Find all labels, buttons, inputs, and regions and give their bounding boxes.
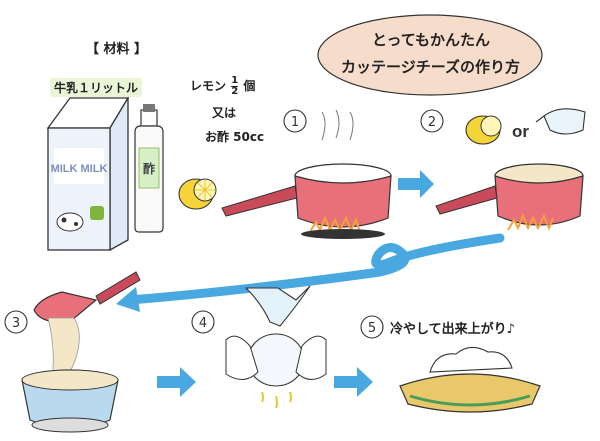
carton-label: MILK MILK bbox=[51, 163, 108, 175]
lemon-fraction-den: 2 bbox=[231, 86, 239, 97]
step3-number: 3 bbox=[12, 316, 20, 331]
step4-cloth-icon bbox=[225, 285, 327, 409]
vinegar-bottle-icon: 酢 bbox=[134, 104, 164, 233]
step5-number: 5 bbox=[368, 321, 376, 336]
lemon-prefix: レモン bbox=[190, 79, 227, 93]
step2-pitcher-icon bbox=[535, 108, 586, 135]
lemon-suffix: 個 bbox=[243, 79, 256, 93]
step2-or-label: or bbox=[512, 122, 529, 141]
step3-colander-icon bbox=[21, 271, 141, 433]
step2-lemon-icon bbox=[465, 115, 502, 145]
ingredient-vinegar: お酢 50cc bbox=[205, 130, 265, 144]
step5-bowl-icon bbox=[399, 346, 541, 413]
ingredient-or: 又は bbox=[212, 106, 237, 120]
step1-number: 1 bbox=[291, 115, 299, 130]
step1-number-badge: 1 bbox=[283, 109, 307, 133]
title-line-2: カッテージチーズの作り方 bbox=[341, 58, 520, 76]
arrow-step3-to-step4 bbox=[157, 367, 196, 397]
lemon-icon bbox=[178, 178, 217, 210]
arrow-step4-to-step5 bbox=[334, 367, 373, 397]
step2-number-badge: 2 bbox=[420, 109, 444, 133]
step4-number-badge: 4 bbox=[191, 310, 215, 334]
arrow-step2-to-step3 bbox=[116, 233, 505, 312]
step2-number: 2 bbox=[428, 115, 436, 130]
milk-carton-icon: MILK MILK bbox=[46, 95, 130, 252]
title-bubble bbox=[317, 14, 543, 96]
ingredient-lemon: レモン 1 2 個 bbox=[190, 76, 255, 97]
arrow-step1-to-step2 bbox=[398, 170, 434, 198]
bottle-label: 酢 bbox=[143, 161, 155, 176]
lemon-fraction: 1 2 bbox=[231, 75, 239, 97]
step4-number: 4 bbox=[199, 316, 207, 331]
step1-pot-icon bbox=[221, 109, 392, 239]
ingredients-heading: 【 材料 】 bbox=[86, 42, 148, 57]
step5-number-badge: 5 bbox=[360, 315, 384, 339]
step5-caption: 冷やして出来上がり♪ bbox=[390, 322, 515, 337]
ingredient-milk: 牛乳１リットル bbox=[50, 78, 143, 97]
step3-number-badge: 3 bbox=[4, 310, 28, 334]
lemon-fraction-num: 1 bbox=[231, 75, 239, 87]
step2-pot-icon bbox=[435, 163, 584, 231]
title-line-1: とってもかんたん bbox=[372, 31, 491, 49]
